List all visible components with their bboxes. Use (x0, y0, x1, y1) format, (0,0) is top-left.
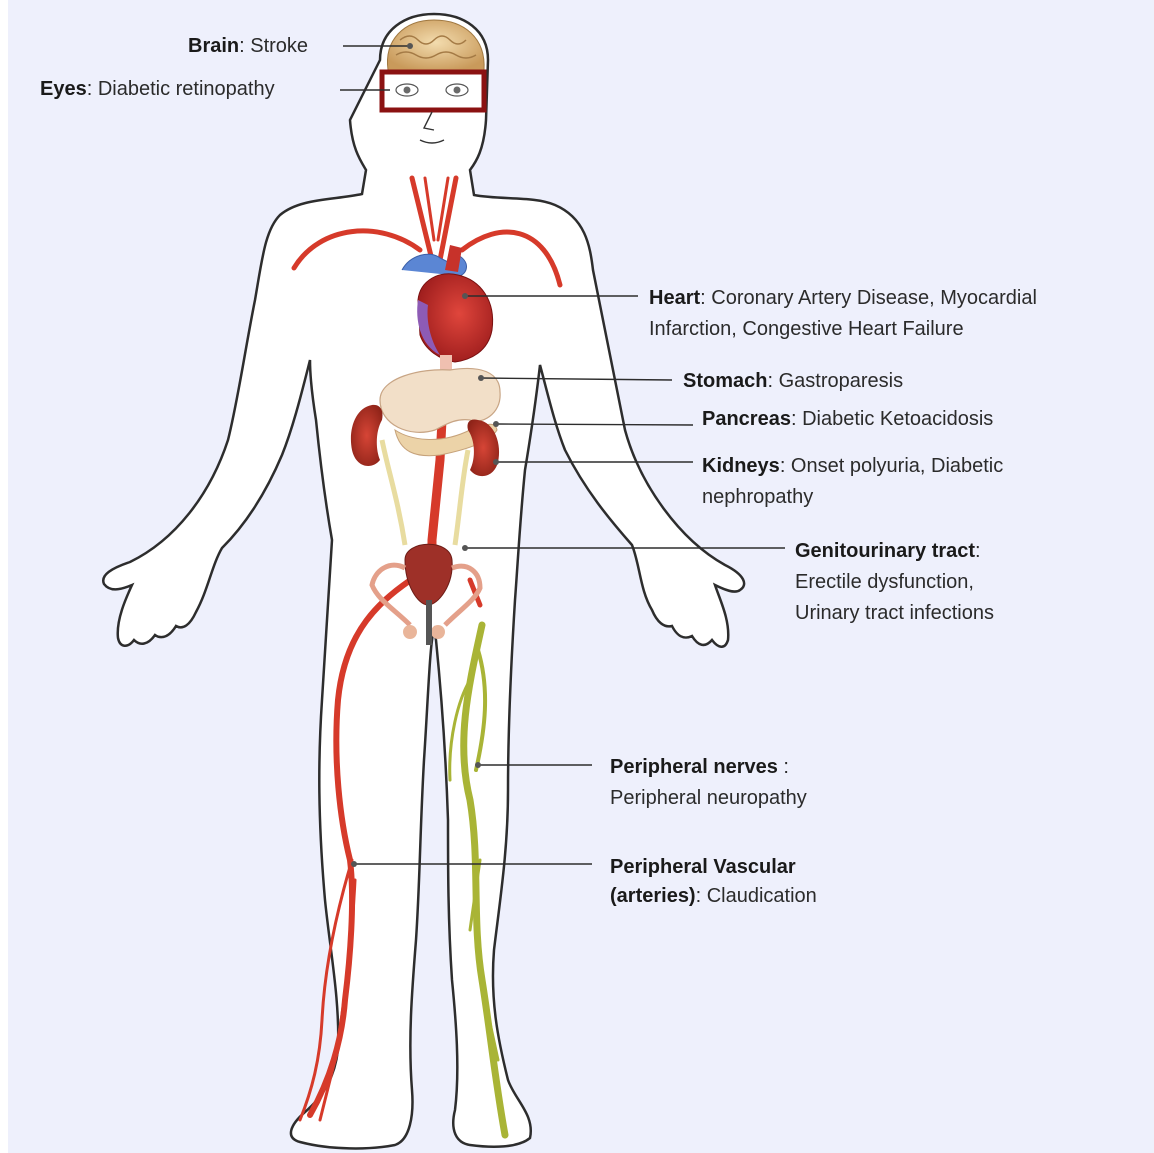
label-kidneys: Kidneys: Onset polyuria, Diabetic nephro… (702, 451, 1003, 513)
label-heart-desc: : Coronary Artery Disease, Myocardial (700, 287, 1037, 309)
label-brain-name: Brain (188, 35, 239, 57)
label-nerves-desc: : (778, 756, 789, 778)
label-nerves-desc2: Peripheral neuropathy (610, 783, 807, 814)
label-stomach: Stomach: Gastroparesis (683, 366, 903, 397)
label-heart-desc2: Infarction, Congestive Heart Failure (649, 314, 1037, 345)
label-vascular-name: Peripheral Vascular (610, 856, 796, 878)
label-pancreas-desc: : Diabetic Ketoacidosis (791, 408, 993, 430)
label-kidneys-name: Kidneys (702, 455, 780, 477)
label-pancreas: Pancreas: Diabetic Ketoacidosis (702, 404, 993, 435)
label-vascular-desc: : Claudication (696, 885, 817, 907)
label-pancreas-name: Pancreas (702, 408, 791, 430)
label-nerves-name: Peripheral nerves (610, 756, 778, 778)
label-vascular-name2: (arteries) (610, 885, 696, 907)
label-heart: Heart: Coronary Artery Disease, Myocardi… (649, 283, 1037, 345)
label-genitourinary: Genitourinary tract: Erectile dysfunctio… (795, 536, 994, 629)
label-brain: Brain: Stroke (188, 31, 308, 62)
label-eyes-name: Eyes (40, 78, 87, 100)
label-stomach-desc: : Gastroparesis (767, 370, 903, 392)
label-eyes-desc: : Diabetic retinopathy (87, 78, 275, 100)
label-brain-desc: : Stroke (239, 35, 308, 57)
label-vascular: Peripheral Vascular (arteries): Claudica… (610, 853, 817, 911)
label-genitourinary-desc3: Urinary tract infections (795, 598, 994, 629)
label-eyes: Eyes: Diabetic retinopathy (40, 74, 275, 105)
label-heart-name: Heart (649, 287, 700, 309)
label-genitourinary-name: Genitourinary tract (795, 540, 975, 562)
label-kidneys-desc2: nephropathy (702, 482, 1003, 513)
label-kidneys-desc: : Onset polyuria, Diabetic (780, 455, 1003, 477)
label-stomach-name: Stomach (683, 370, 767, 392)
label-genitourinary-desc: : (975, 540, 981, 562)
label-nerves: Peripheral nerves : Peripheral neuropath… (610, 752, 807, 814)
label-genitourinary-desc2: Erectile dysfunction, (795, 567, 994, 598)
